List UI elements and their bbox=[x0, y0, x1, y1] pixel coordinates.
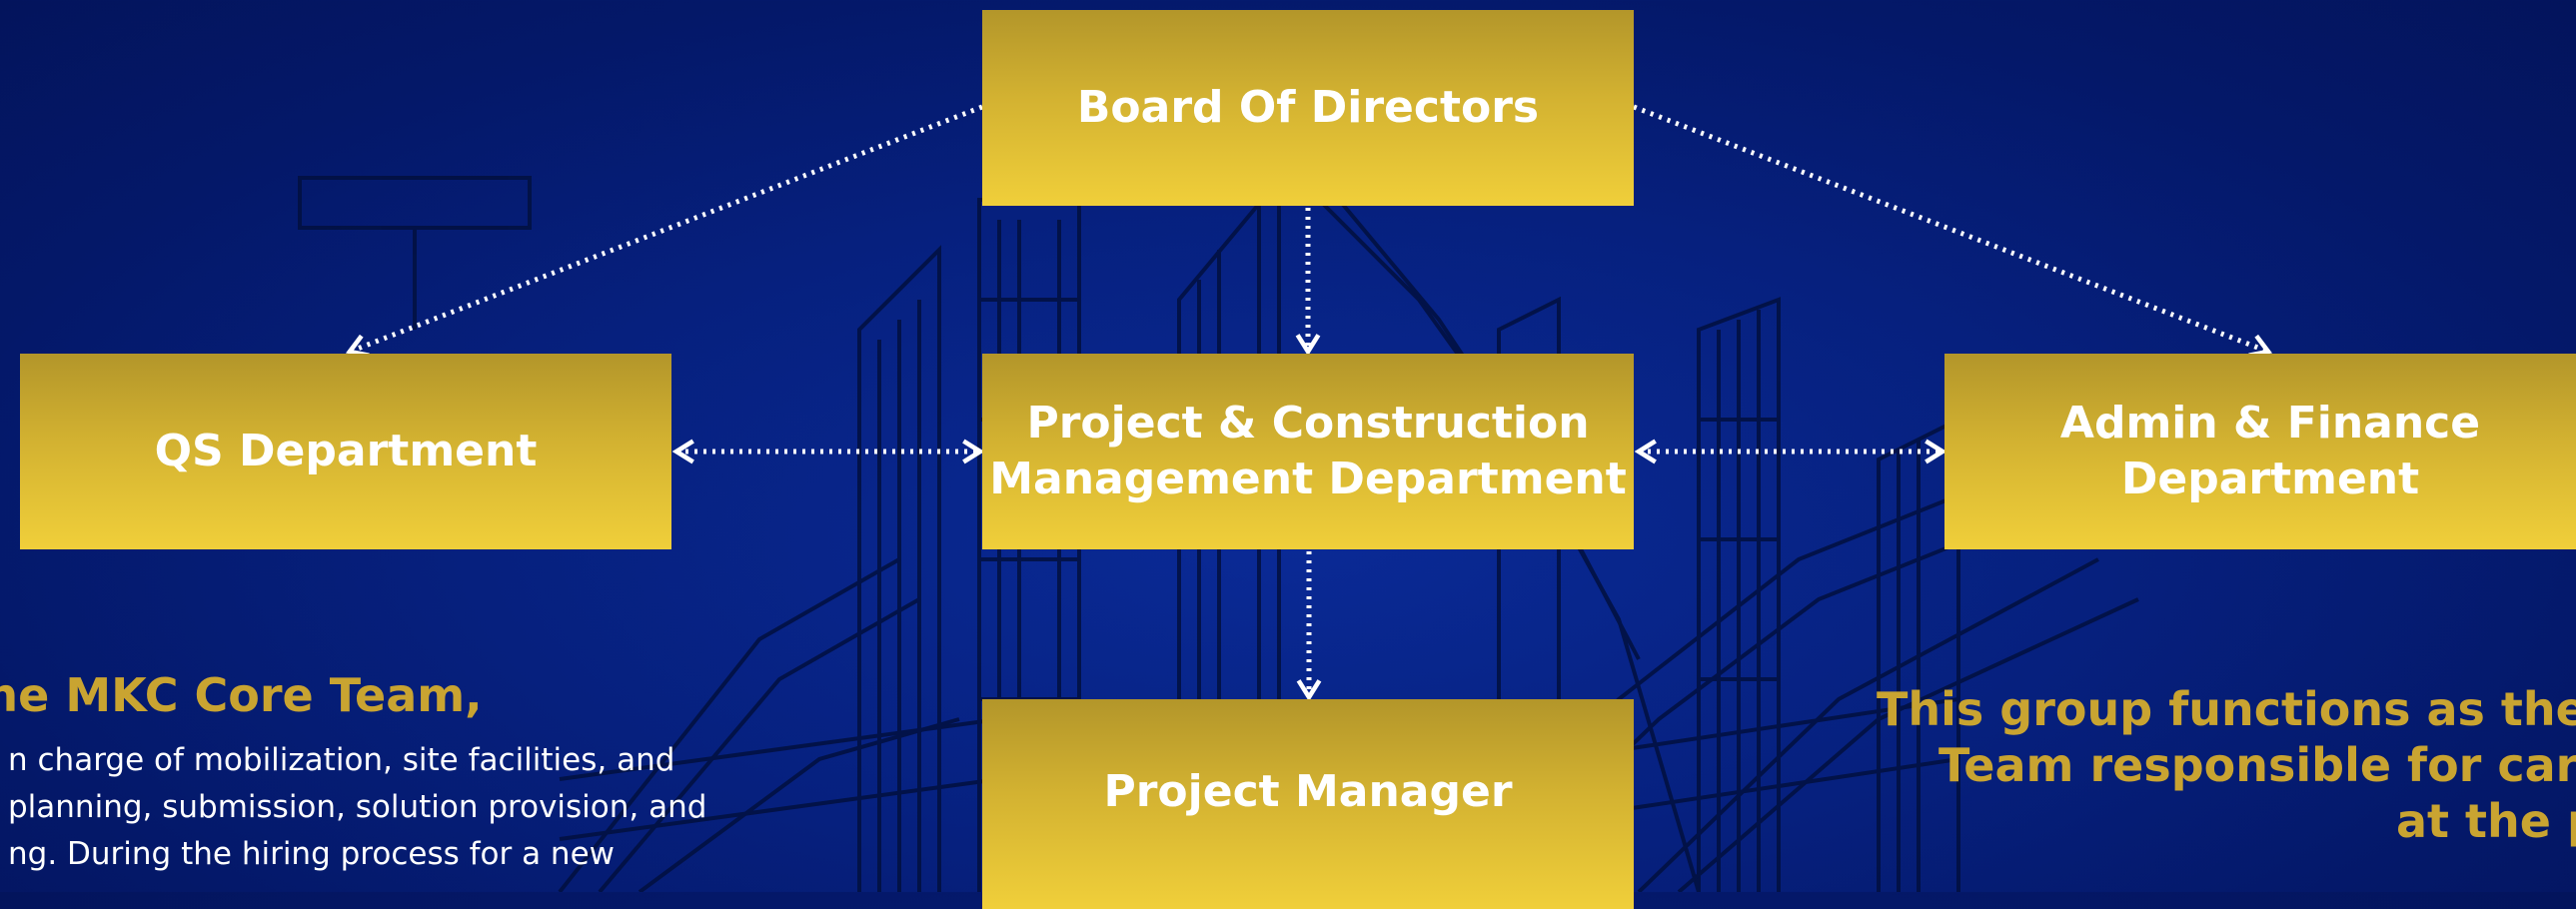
board-of-directors-box: Board Of Directors bbox=[982, 10, 1634, 206]
left-text-line2: planning, submission, solution provision… bbox=[8, 789, 707, 825]
qs-department-box: QS Department bbox=[20, 354, 671, 549]
connector-board-to-qs bbox=[350, 104, 983, 352]
admin-label-line2: Department bbox=[2120, 454, 2420, 504]
left-text-title: s the MKC Core Team, bbox=[0, 668, 483, 722]
connector-board-to-admin bbox=[1633, 104, 2268, 352]
admin-finance-box: Admin & Finance Department bbox=[1944, 354, 2576, 549]
right-text-line2: Team responsible for carryi bbox=[1938, 738, 2576, 792]
right-text-block: This group functions as the C Team respo… bbox=[1877, 681, 2576, 849]
pcm-label-line1: Project & Construction bbox=[1026, 398, 1590, 449]
left-text-line1: n charge of mobilization, site facilitie… bbox=[8, 742, 675, 778]
pcm-label-line2: Management Department bbox=[989, 454, 1627, 504]
project-construction-management-box: Project & Construction Management Depart… bbox=[982, 354, 1634, 549]
project-manager-label: Project Manager bbox=[1103, 766, 1513, 817]
admin-label-line1: Admin & Finance bbox=[2059, 398, 2481, 449]
board-of-directors-label: Board Of Directors bbox=[1076, 82, 1540, 133]
project-manager-box: Project Manager bbox=[982, 699, 1634, 909]
right-text-line1: This group functions as the C bbox=[1877, 682, 2576, 736]
left-text-body: n charge of mobilization, site facilitie… bbox=[0, 737, 714, 878]
right-text-line3: at the p bbox=[2396, 794, 2576, 848]
left-text-line3: ng. During the hiring process for a new bbox=[8, 836, 615, 872]
qs-department-label: QS Department bbox=[154, 426, 538, 476]
